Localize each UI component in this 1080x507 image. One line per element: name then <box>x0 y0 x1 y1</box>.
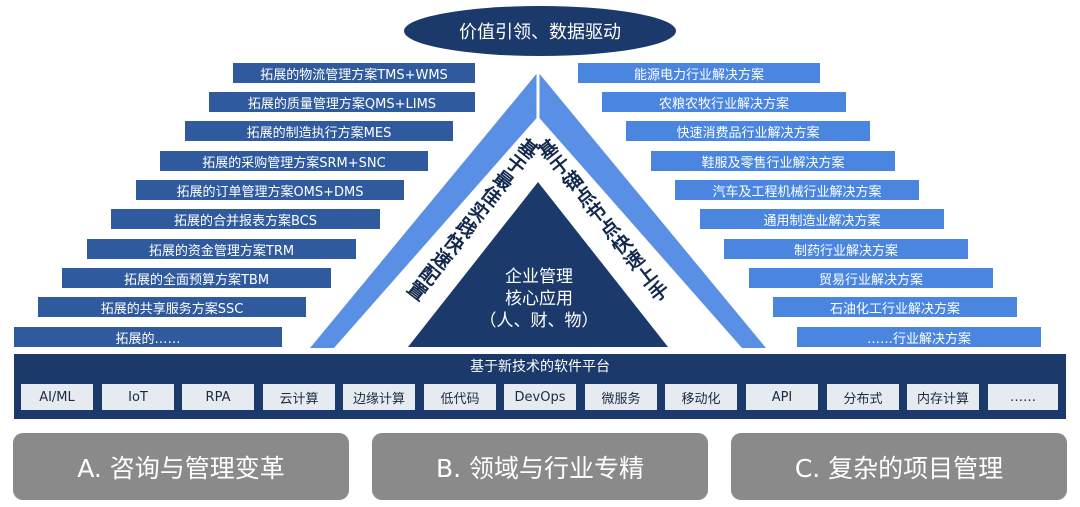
right-arm-shape <box>520 72 766 348</box>
right-item: 通用制造业解决方案 <box>700 209 944 229</box>
left-item: 拓展的订单管理方案OMS+DMS <box>136 180 404 200</box>
left-item: 拓展的…… <box>14 327 282 347</box>
platform-title: 基于新技术的软件平台 <box>470 359 610 375</box>
left-item: 拓展的全面预算方案TBM <box>62 268 331 288</box>
tech-chip: 云计算 <box>263 384 335 410</box>
core-triangle <box>408 182 668 347</box>
tech-chip: API <box>746 384 818 410</box>
bottom-box-project: C. 复杂的项目管理 <box>731 433 1067 500</box>
tech-chip: DevOps <box>504 384 576 410</box>
right-item: 农粮农牧行业解决方案 <box>602 92 846 112</box>
top-value-label: 价值引领、数据驱动 <box>404 6 676 56</box>
right-item: ……行业解决方案 <box>797 327 1041 347</box>
left-item: 拓展的共享服务方案SSC <box>38 297 306 317</box>
right-item: 汽车及工程机械行业解决方案 <box>675 180 919 200</box>
right-item: 快速消费品行业解决方案 <box>626 121 870 141</box>
left-item: 拓展的制造执行方案MES <box>185 121 453 141</box>
tech-chip: 移动化 <box>665 384 737 410</box>
bottom-box-consulting: A. 咨询与管理变革 <box>13 433 349 500</box>
left-item: 拓展的质量管理方案QMS+LIMS <box>209 92 475 112</box>
right-item: 石油化工行业解决方案 <box>773 297 1017 317</box>
tech-chip: RPA <box>182 384 254 410</box>
right-item: 贸易行业解决方案 <box>749 268 993 288</box>
right-item: 制药行业解决方案 <box>724 239 968 259</box>
core-line-2: 核心应用 <box>505 289 573 309</box>
tech-chip: 边缘计算 <box>343 384 415 410</box>
right-item: 鞋服及零售行业解决方案 <box>651 151 895 171</box>
core-line-1: 企业管理 <box>505 267 573 287</box>
left-item: 拓展的采购管理方案SRM+SNC <box>160 151 428 171</box>
tech-chip: AI/ML <box>21 384 93 410</box>
core-label: 企业管理 核心应用 （人、财、物） <box>462 266 616 332</box>
tech-chip: …… <box>988 384 1058 410</box>
tech-chip: 分布式 <box>827 384 899 410</box>
left-item: 拓展的资金管理方案TRM <box>87 239 356 259</box>
core-line-3: （人、财、物） <box>479 311 599 331</box>
tech-chip: 低代码 <box>424 384 496 410</box>
right-item: 能源电力行业解决方案 <box>578 63 820 83</box>
tech-chip: 内存计算 <box>907 384 979 410</box>
bottom-box-domain: B. 领域与行业专精 <box>372 433 708 500</box>
left-item: 拓展的物流管理方案TMS+WMS <box>233 63 475 83</box>
tech-chip: IoT <box>102 384 174 410</box>
left-item: 拓展的合并报表方案BCS <box>111 209 380 229</box>
tech-chip: 微服务 <box>585 384 657 410</box>
left-arm-shape <box>310 72 556 348</box>
